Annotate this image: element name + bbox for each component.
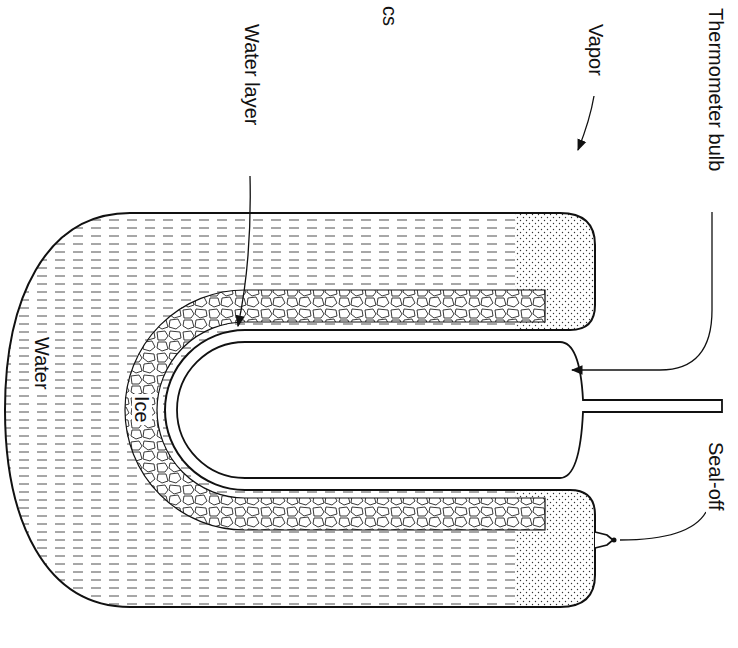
part-label: Ice [132,394,152,425]
part-label: Water layer [242,22,262,128]
part-label: Water [32,335,52,392]
thermometer-bulb [177,342,722,478]
page-header-fragment: cs [380,4,400,28]
leader-line [620,512,706,540]
leader-line [578,96,594,150]
leader-line [572,212,712,370]
part-label: Vapor [586,22,606,78]
part-label: Seal-off [706,440,726,513]
leader-line [238,176,250,326]
seal-off-tip [612,538,617,543]
seal-off-tip [595,532,613,548]
part-label: Thermometer bulb [706,6,726,173]
